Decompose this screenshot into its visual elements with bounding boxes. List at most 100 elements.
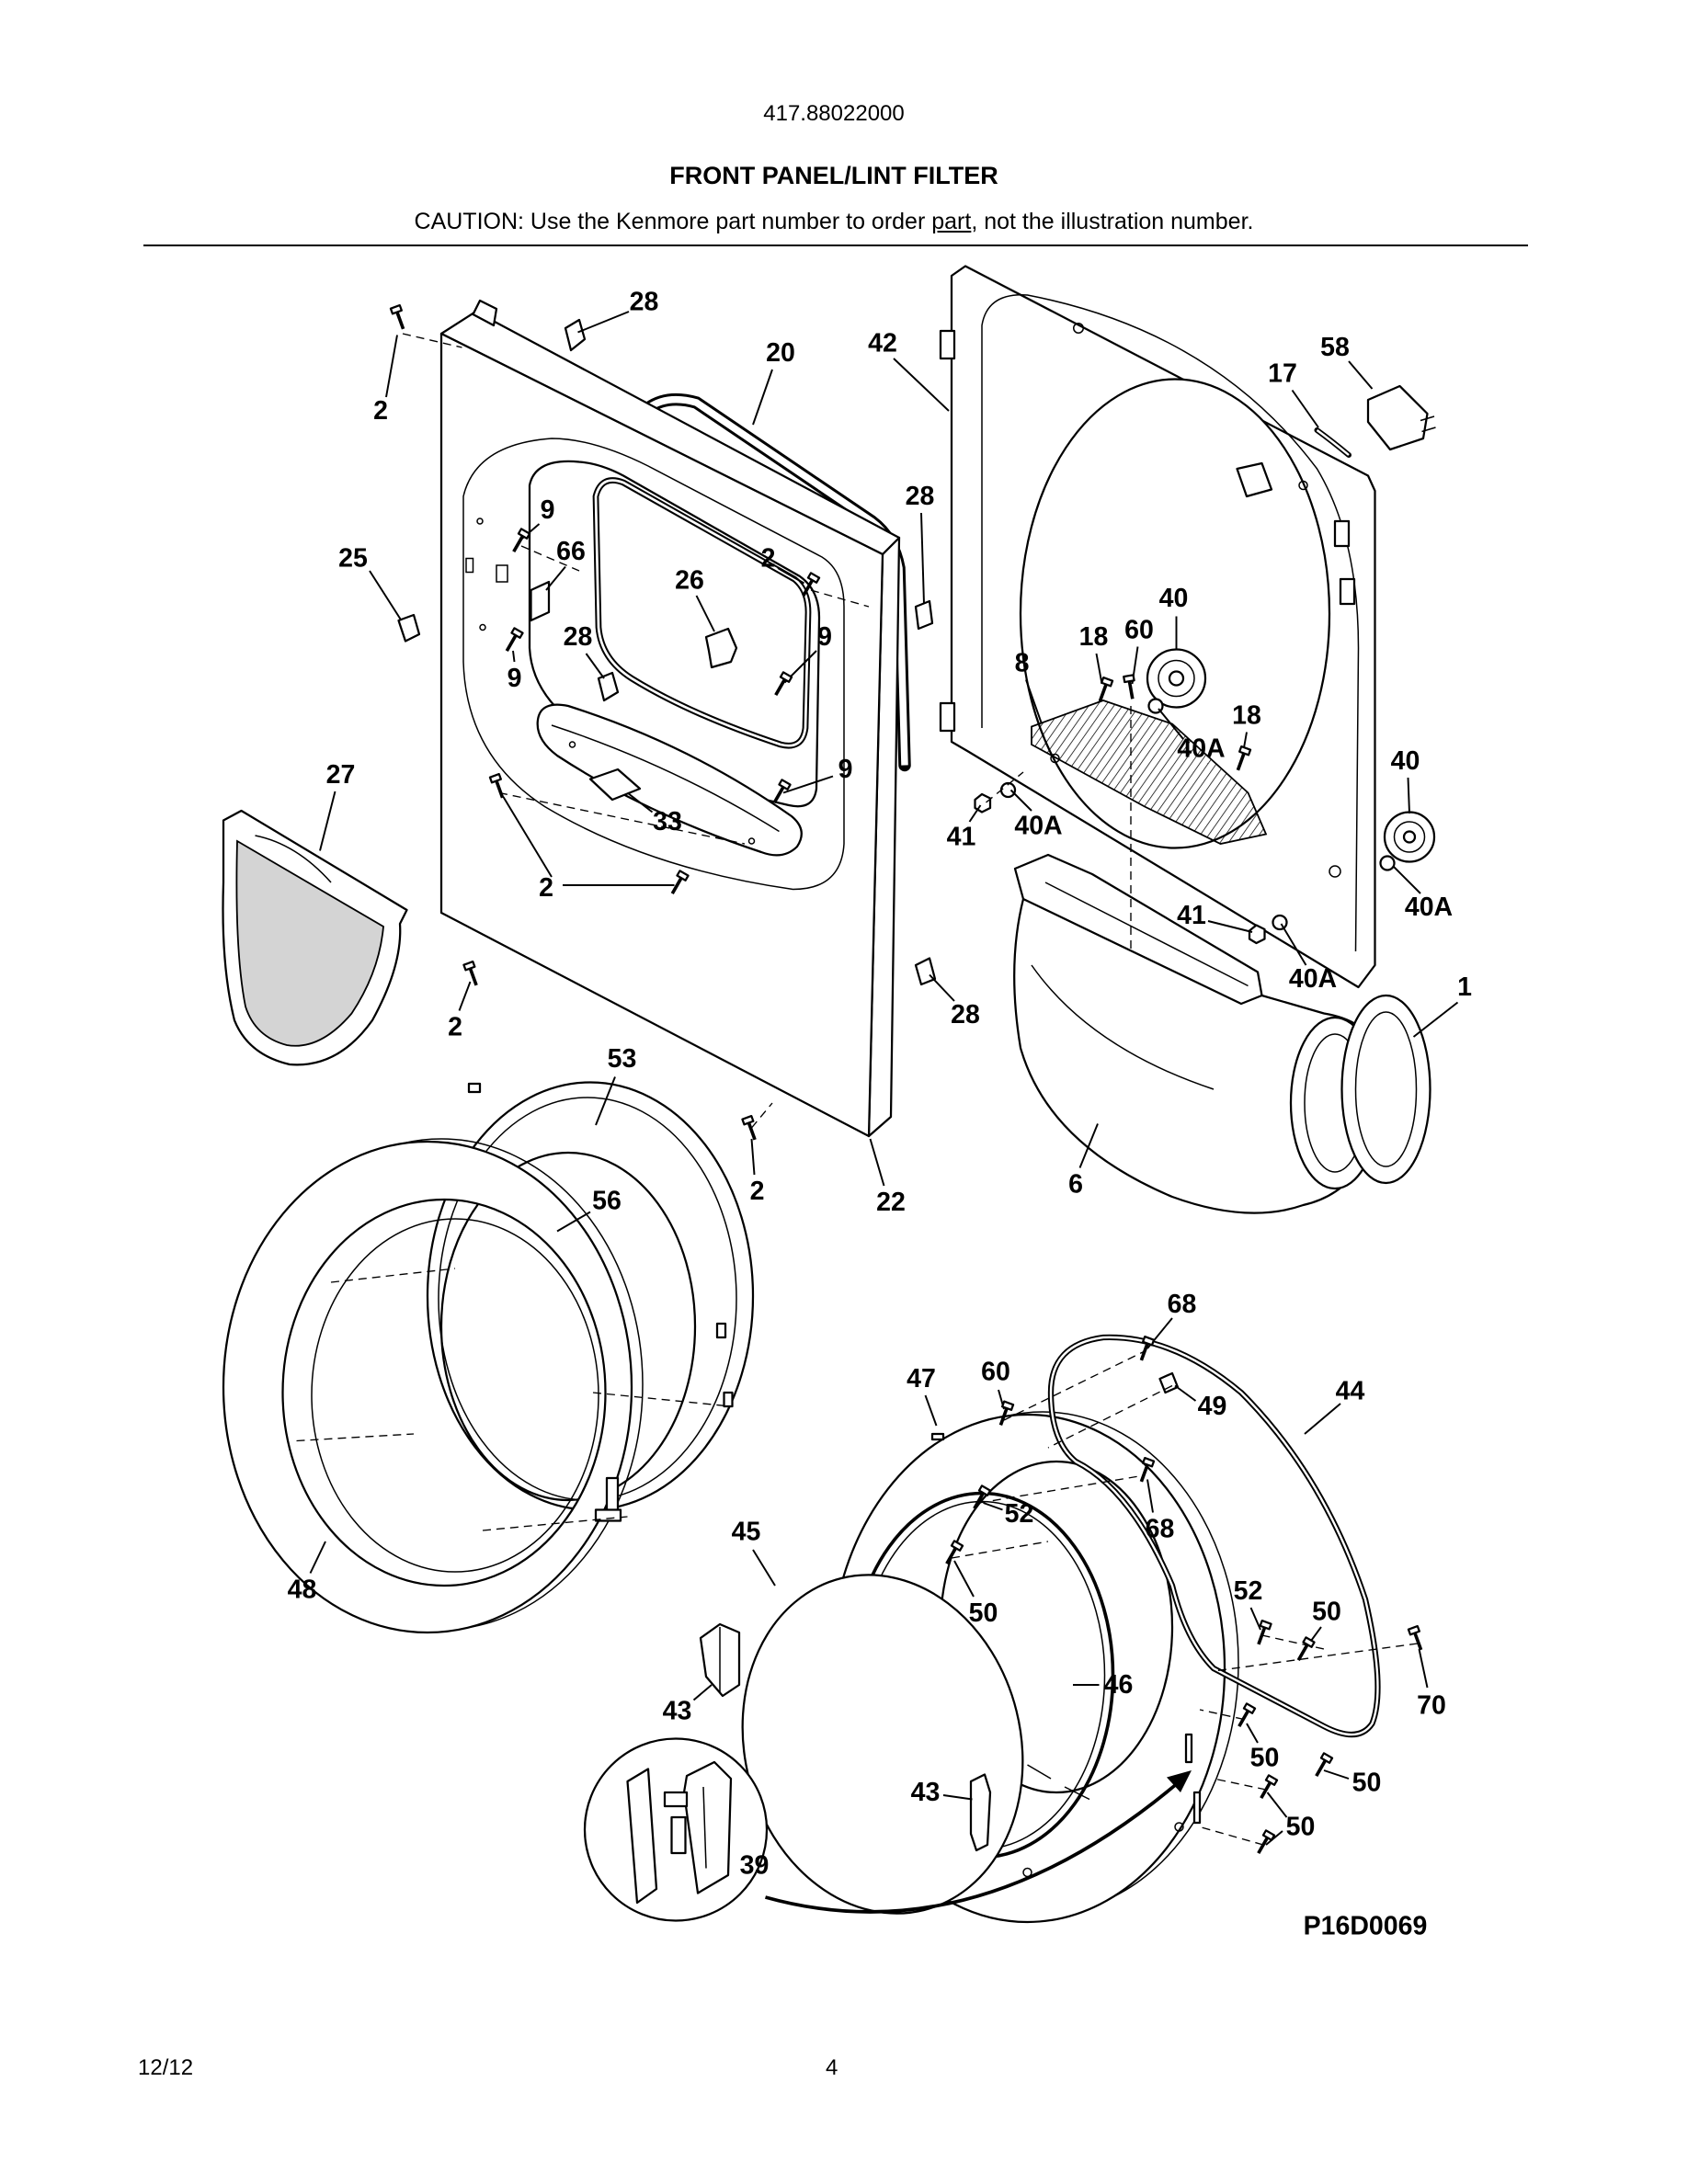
bulkhead-hole [1298, 480, 1308, 491]
screw-icon [741, 1114, 757, 1141]
inset-arrow-head [1167, 1770, 1192, 1792]
screw-shank [772, 786, 785, 803]
switch-bracket [704, 627, 738, 669]
lint-filter-grip [255, 835, 332, 883]
screw-head [950, 1540, 964, 1552]
screw-icon [1236, 745, 1252, 771]
screw-icon [772, 779, 792, 803]
callout-label: 8 [1015, 649, 1030, 678]
callout-label: 60 [1124, 616, 1154, 645]
callout-label: 9 [817, 622, 832, 652]
callout-label: 2 [761, 544, 776, 574]
leader-line [502, 796, 553, 878]
roller-hub [1158, 659, 1195, 698]
revision-date: 12/12 [138, 2055, 194, 2080]
screw-head [741, 1114, 755, 1126]
latch-handle [626, 1768, 658, 1905]
screw-icon [1098, 676, 1114, 702]
clip-icons [564, 318, 1180, 1394]
latch-detail-inset [583, 1737, 1192, 1922]
screw-shank [998, 1407, 1009, 1426]
panel-clip [397, 613, 421, 643]
alignment-line [951, 1541, 1049, 1559]
leader-line [750, 1138, 756, 1176]
latch-pin [663, 1791, 689, 1808]
leader-line [869, 1138, 885, 1187]
callout-label: 22 [876, 1188, 906, 1217]
leader-line [545, 565, 566, 591]
screw-shank [512, 535, 525, 552]
callout-label: 20 [766, 338, 795, 368]
screw-head [1302, 1636, 1316, 1648]
leader-line [695, 595, 715, 632]
screw-shank [1296, 1644, 1309, 1661]
door-hinges [699, 1622, 992, 1852]
screw-icon [802, 572, 821, 597]
callout-label: 58 [1320, 333, 1350, 362]
leader-line [1174, 1384, 1197, 1402]
caution-text-underlined: part [931, 209, 972, 234]
callout-label: 50 [1312, 1598, 1341, 1627]
callout-label: 40 [1159, 584, 1189, 613]
door-frame-mark [1027, 1764, 1052, 1780]
outer-door-ring [222, 1140, 633, 1634]
screw-head [1123, 674, 1135, 684]
leader-line [626, 791, 654, 813]
leader-line [595, 1076, 616, 1126]
alignment-line [810, 589, 870, 608]
screw-icon [1257, 1619, 1272, 1645]
callout-label: 18 [1079, 622, 1109, 652]
screw-icon [389, 303, 405, 330]
page-title: FRONT PANEL/LINT FILTER [669, 162, 998, 189]
washer-icon [1379, 855, 1396, 871]
callout-label: 70 [1417, 1691, 1446, 1721]
callout-label: 40A [1289, 964, 1337, 994]
alignment-line [1003, 1350, 1146, 1421]
callout-label: 45 [732, 1518, 761, 1547]
screw-shank [747, 1121, 757, 1141]
screw-shank [395, 311, 405, 330]
panel-hole [568, 741, 576, 748]
screw-shank [945, 1547, 958, 1564]
alignment-line [592, 1392, 732, 1407]
seal-inner [1354, 1011, 1418, 1167]
screw-shank [1139, 1342, 1149, 1361]
leader-line [458, 981, 472, 1011]
leader-line [1323, 1769, 1350, 1780]
panel-slot [465, 557, 474, 574]
leader-line [1025, 679, 1043, 723]
callout-label: 50 [1286, 1813, 1316, 1842]
callout-label: 25 [338, 544, 368, 574]
screw-shank [973, 1492, 986, 1509]
outer-door-inner-rim [311, 1218, 599, 1573]
leader-line [893, 358, 950, 412]
callout-label: 17 [1268, 359, 1297, 389]
callout-label: 41 [1177, 901, 1206, 930]
callout-label: 50 [969, 1598, 998, 1628]
roller-hub [1393, 821, 1426, 853]
screw-head [1242, 1702, 1257, 1714]
caution-note: CAUTION: Use the Kenmore part number to … [0, 209, 1668, 235]
leader-line [385, 335, 398, 398]
connector-pin [1420, 415, 1435, 422]
leader-line [983, 1502, 1003, 1511]
alignment-lines [296, 333, 1419, 1846]
outer-door [222, 1138, 644, 1634]
callout-label: 40 [1391, 746, 1420, 776]
model-number: 417.88022000 [763, 101, 905, 126]
lint-filter [222, 809, 408, 1066]
screw-shank [505, 634, 518, 652]
alignment-line [1199, 1826, 1264, 1846]
callout-label: 9 [838, 755, 853, 784]
leader-line [1392, 865, 1421, 894]
screw-shank [1257, 1626, 1267, 1645]
leader-lines [309, 311, 1459, 1846]
alignment-line [986, 771, 1024, 803]
callout-label: 49 [1198, 1392, 1227, 1421]
duct-frame-edge [1044, 882, 1249, 987]
screw-head [676, 870, 690, 882]
screw-icon [774, 671, 793, 696]
duct-curve-line [1031, 964, 1215, 1090]
screw-icon [488, 772, 505, 799]
